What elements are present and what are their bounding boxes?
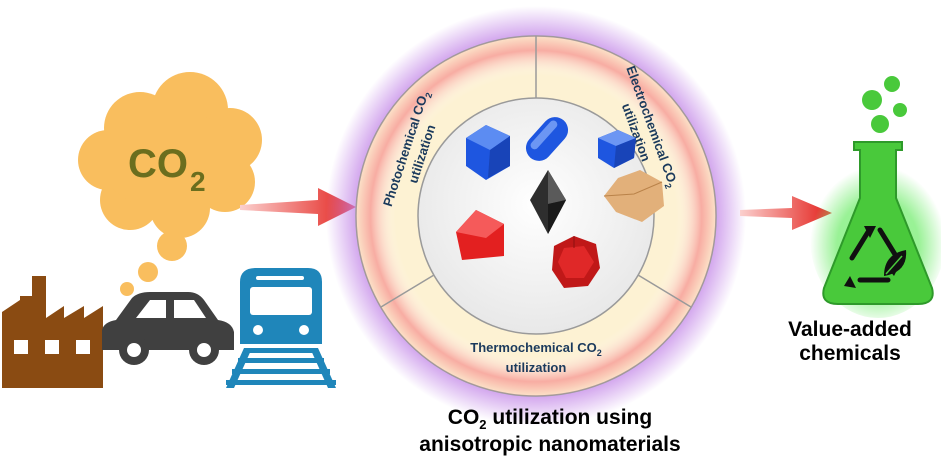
co2-cloud-text: CO2 xyxy=(128,142,206,197)
flask-icon xyxy=(810,76,941,318)
factory-icon xyxy=(2,276,103,388)
value-added-label: Value-added chemicals xyxy=(788,318,912,366)
co2-cloud: CO2 xyxy=(78,72,262,296)
output-arrow xyxy=(740,196,832,230)
red-pyramid-shape xyxy=(456,210,504,260)
blue-cube-shape xyxy=(598,130,636,168)
main-caption: CO2 utilization using anisotropic nanoma… xyxy=(419,406,681,457)
svg-text:Thermochemical CO2: Thermochemical CO2 xyxy=(470,340,601,358)
car-icon xyxy=(102,292,234,365)
thermochemical-label: Thermochemical CO2 utilization xyxy=(470,340,601,375)
utilization-ring: Photochemical CO2 utilization Electroche… xyxy=(326,6,746,426)
tan-polyhedron-shape xyxy=(603,170,664,222)
blue-rod-shape xyxy=(525,117,569,161)
dark-bipyramid-shape xyxy=(530,170,566,234)
leaf-icon xyxy=(884,250,907,276)
blue-octahedron-shape xyxy=(466,125,510,180)
red-dodecahedron-shape xyxy=(552,236,600,288)
svg-text:utilization: utilization xyxy=(506,360,567,375)
train-icon xyxy=(226,268,336,388)
